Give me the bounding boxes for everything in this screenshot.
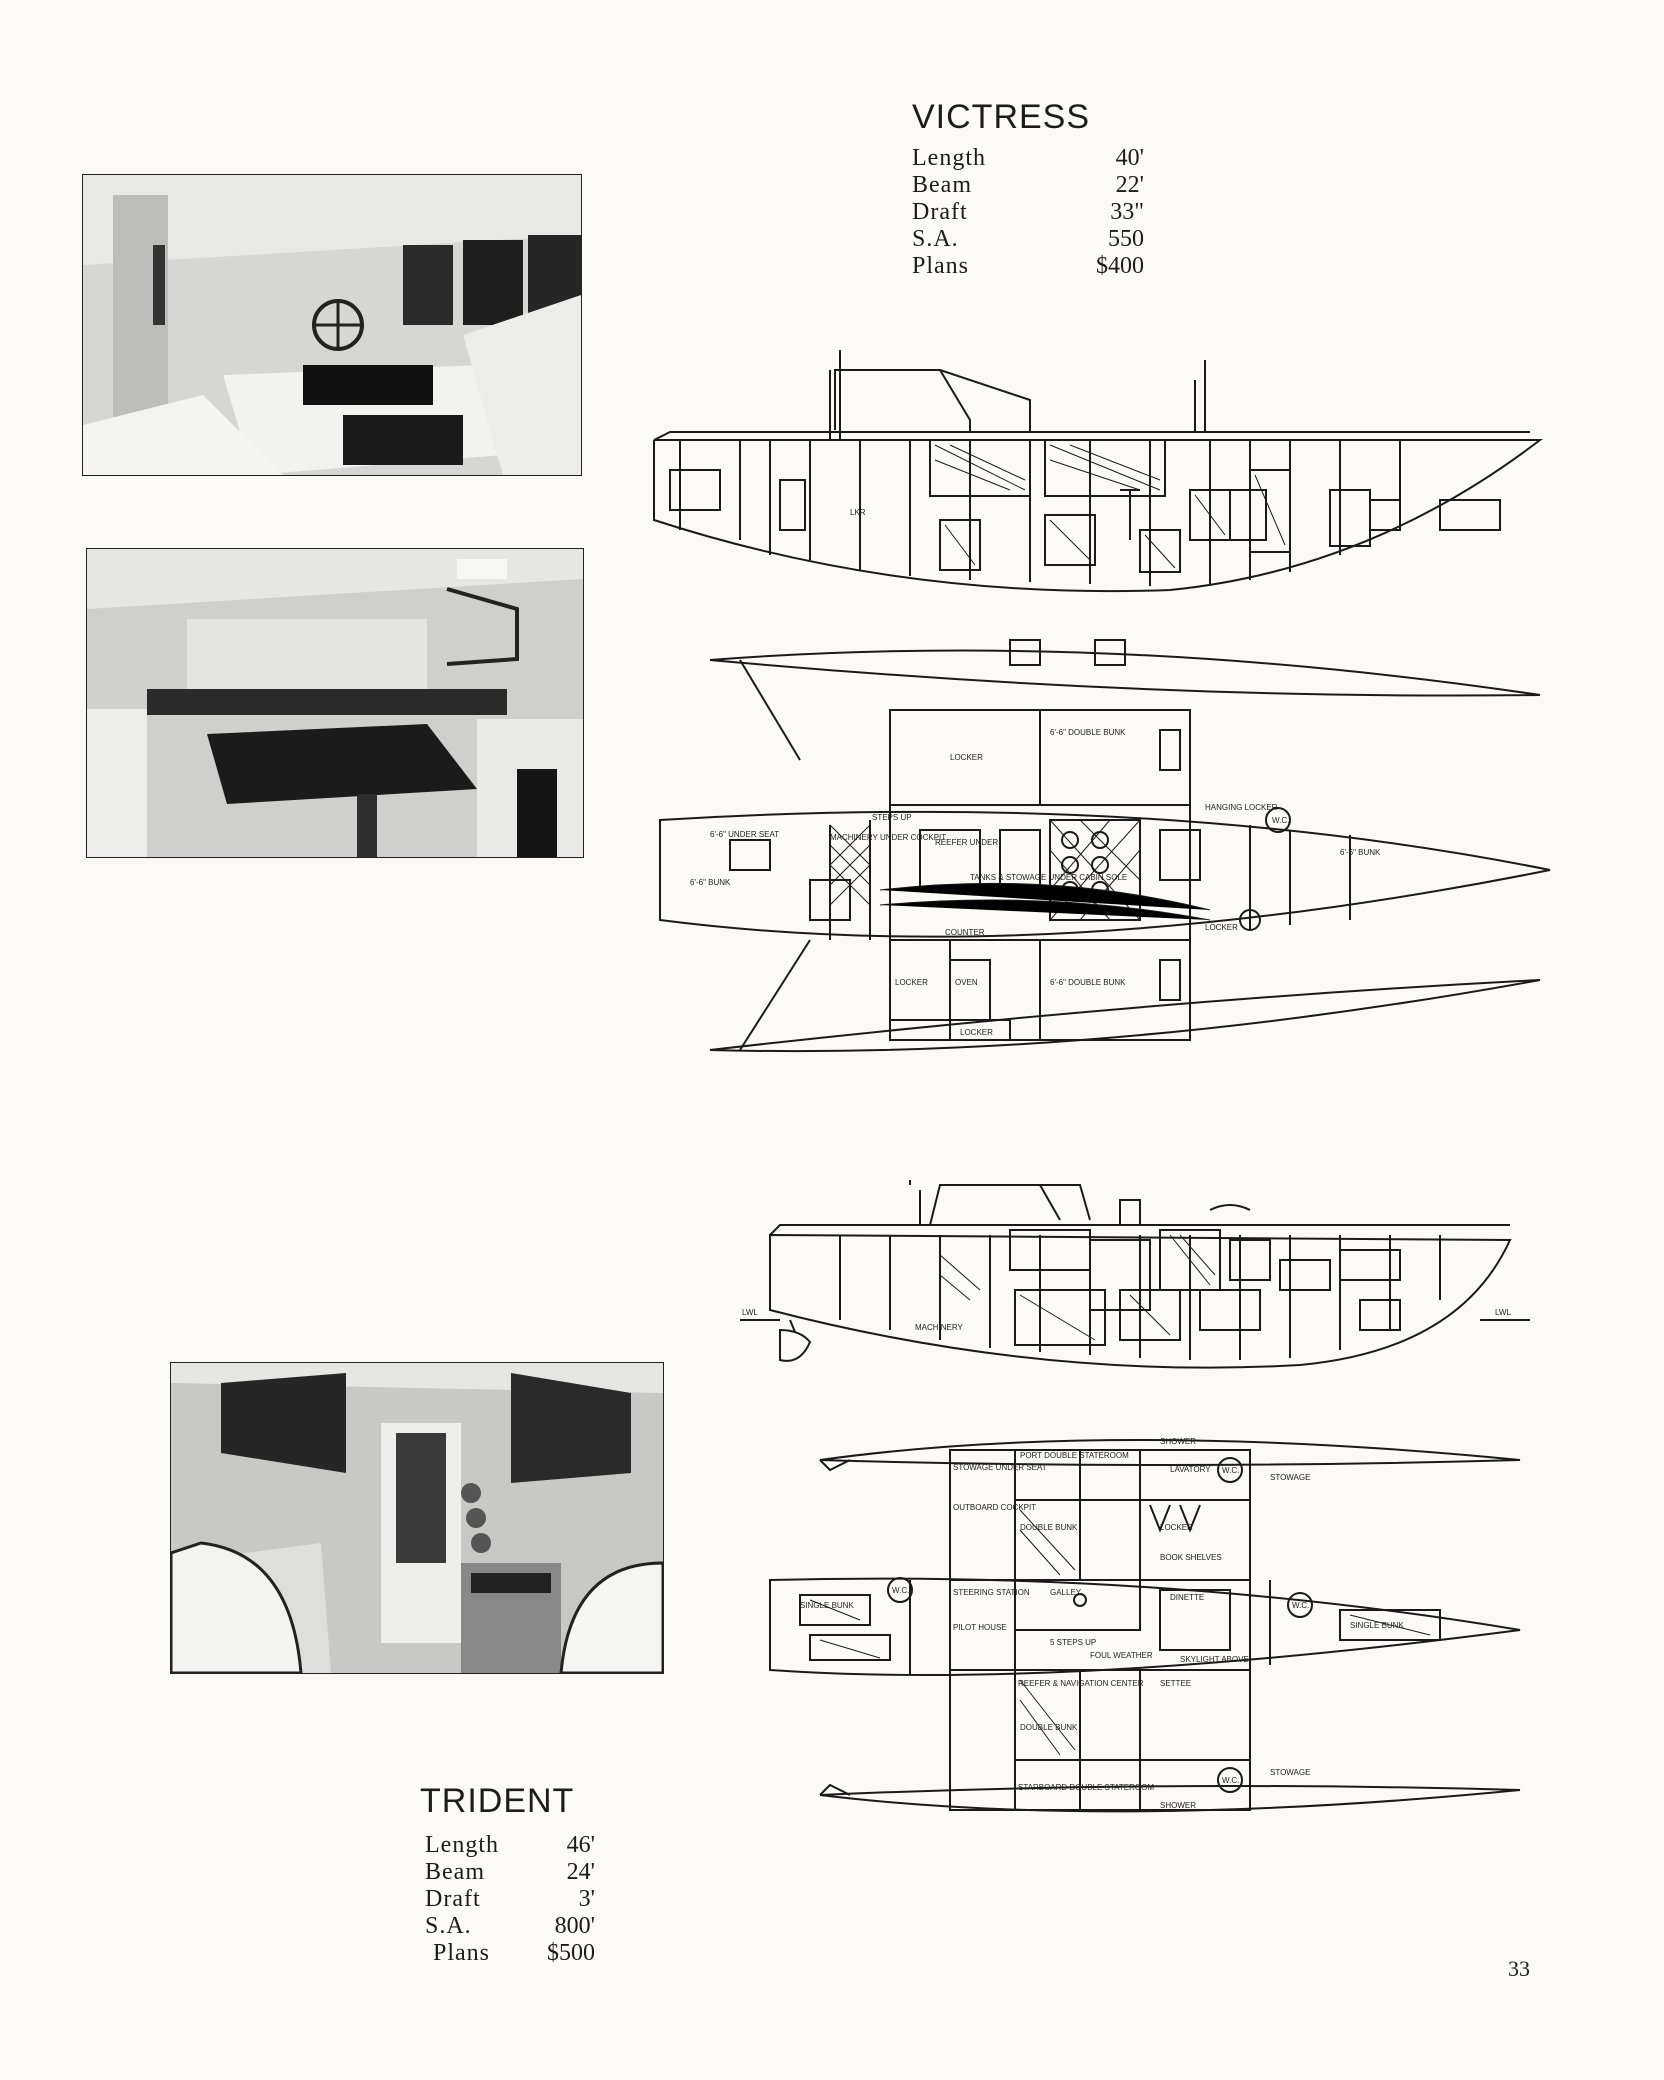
victress-locker-top-label: LOCKER xyxy=(950,753,983,762)
victress-locker-bottom-label: LOCKER xyxy=(895,978,928,987)
victress-plan-drawing: LOCKER 6'-6" DOUBLE BUNK STEPS UP HANGIN… xyxy=(650,639,1551,1060)
trident-book-shelves-label: BOOK SHELVES xyxy=(1160,1553,1222,1562)
trident-steps-up-label: 5 STEPS UP xyxy=(1050,1638,1096,1647)
trident-stowage-seat-label: STOWAGE UNDER SEAT xyxy=(953,1463,1047,1472)
spec-value: 24' xyxy=(566,1859,595,1885)
trident-profile-drawing: LWL LWL MACHINERY xyxy=(740,1180,1530,1380)
victress-steps-up-label: STEPS UP xyxy=(872,813,912,822)
spec-label: Beam xyxy=(425,1859,485,1885)
spec-value: 550 xyxy=(1108,226,1144,252)
spec-label: S.A. xyxy=(425,1913,472,1939)
trident-single-bunk-aft-label: SINGLE BUNK xyxy=(800,1601,854,1610)
page-number: 33 xyxy=(1508,1956,1530,1981)
trident-reefer-nav-label: REEFER & NAVIGATION CENTER xyxy=(1018,1679,1144,1688)
victress-oven-label: OVEN xyxy=(955,978,978,987)
spec-value: $400 xyxy=(1096,253,1144,279)
trident-steering-station-label: STEERING STATION xyxy=(953,1588,1030,1597)
trident-pilot-house-label: PILOT HOUSE xyxy=(953,1623,1007,1632)
spec-row-sail-area: S.A. 550 xyxy=(912,226,1144,253)
trident-interior-photo xyxy=(170,1362,664,1674)
victress-wc-label: W.C. xyxy=(1272,816,1289,825)
trident-wc-aft-label: W.C. xyxy=(892,1586,909,1595)
victress-counter-label: COUNTER xyxy=(945,928,985,937)
trident-outboard-cockpit-label: OUTBOARD COCKPIT xyxy=(953,1503,1036,1512)
spec-value: 40' xyxy=(1115,145,1144,171)
trident-stowage-top-label: STOWAGE xyxy=(1270,1473,1310,1482)
trident-single-bunk-fwd-label: SINGLE BUNK xyxy=(1350,1621,1404,1630)
spec-row-draft: Draft 3' xyxy=(425,1886,595,1913)
victress-seat-label: 6'-6" UNDER SEAT xyxy=(710,830,779,839)
trident-shower-top-label: SHOWER xyxy=(1160,1437,1196,1446)
spec-label: S.A. xyxy=(912,226,959,252)
trident-double-bunk-top-label: DOUBLE BUNK xyxy=(1020,1523,1078,1532)
victress-interior-photo-1 xyxy=(82,174,582,476)
victress-lkr-label: LKR xyxy=(850,508,866,517)
victress-reefer-label: REEFER UNDER xyxy=(935,838,998,847)
spec-row-beam: Beam 22' xyxy=(912,172,1144,199)
spec-row-draft: Draft 33" xyxy=(912,199,1144,226)
trident-machinery-label: MACHINERY xyxy=(915,1323,964,1332)
victress-profile-drawing: LKR xyxy=(650,340,1550,600)
spec-label: Beam xyxy=(912,172,972,198)
spec-row-length: Length 46' xyxy=(425,1832,595,1859)
trident-locker-label: LOCKER xyxy=(1160,1523,1193,1532)
trident-dinette-label: DINETTE xyxy=(1170,1593,1204,1602)
victress-interior-photo-2 xyxy=(86,548,584,858)
spec-value: 46' xyxy=(566,1832,595,1858)
spec-value: 3' xyxy=(578,1886,595,1912)
spec-value: 22' xyxy=(1115,172,1144,198)
spec-label: Plans xyxy=(433,1940,491,1966)
trident-wc-fwd-label: W.C. xyxy=(1292,1601,1309,1610)
victress-locker-side-label: LOCKER xyxy=(1205,923,1238,932)
spec-label: Draft xyxy=(425,1886,481,1912)
trident-starboard-stateroom-label: STARBOARD DOUBLE STATEROOM xyxy=(1018,1783,1154,1792)
spec-value: 33" xyxy=(1110,199,1144,225)
spec-label: Draft xyxy=(912,199,968,225)
victress-title: VICTRESS xyxy=(912,98,1091,136)
trident-lwl-left-label: LWL xyxy=(742,1308,758,1317)
victress-tanks-label: TANKS & STOWAGE UNDER CABIN SOLE xyxy=(970,873,1127,882)
spec-row-plans: Plans $500 xyxy=(425,1940,595,1967)
spec-row-beam: Beam 24' xyxy=(425,1859,595,1886)
trident-skylight-label: SKYLIGHT ABOVE xyxy=(1180,1655,1249,1664)
trident-plan-drawing: PORT DOUBLE STATEROOM SHOWER STOWAGE LAV… xyxy=(760,1430,1530,1820)
trident-stowage-bottom-label: STOWAGE xyxy=(1270,1768,1310,1777)
spec-label: Plans xyxy=(912,253,970,279)
victress-bunk-fwd-label: 6'-6" BUNK xyxy=(1340,848,1381,857)
spec-row-sail-area: S.A. 800' xyxy=(425,1913,595,1940)
spec-value: $500 xyxy=(547,1940,595,1966)
trident-galley-label: GALLEY xyxy=(1050,1588,1082,1597)
spec-row-length: Length 40' xyxy=(912,145,1144,172)
victress-locker-bottom2-label: LOCKER xyxy=(960,1028,993,1037)
victress-specs: Length 40' Beam 22' Draft 33" S.A. 550 Plans… xyxy=(912,145,1144,280)
spec-label: Length xyxy=(425,1832,499,1858)
victress-double-bunk-top-label: 6'-6" DOUBLE BUNK xyxy=(1050,728,1126,737)
victress-bunk-aft-label: 6'-6" BUNK xyxy=(690,878,731,887)
victress-double-bunk-bottom-label: 6'-6" DOUBLE BUNK xyxy=(1050,978,1126,987)
victress-machinery-label: MACHINERY UNDER COCKPIT xyxy=(830,833,946,842)
trident-wc-top-label: W.C. xyxy=(1222,1466,1239,1475)
trident-settee-label: SETTEE xyxy=(1160,1679,1191,1688)
spec-value: 800' xyxy=(554,1913,595,1939)
trident-double-bunk-bottom-label: DOUBLE BUNK xyxy=(1020,1723,1078,1732)
trident-title: TRIDENT xyxy=(420,1782,575,1820)
trident-foul-weather-label: FOUL WEATHER xyxy=(1090,1651,1153,1660)
victress-hanging-locker-label: HANGING LOCKER xyxy=(1205,803,1278,812)
trident-lavatory-top-label: LAVATORY xyxy=(1170,1465,1211,1474)
trident-specs: Length 46' Beam 24' Draft 3' S.A. 800' Plans… xyxy=(425,1832,595,1967)
spec-label: Length xyxy=(912,145,986,171)
trident-wc-bottom-label: W.C. xyxy=(1222,1776,1239,1785)
trident-lwl-right-label: LWL xyxy=(1495,1308,1511,1317)
trident-port-stateroom-label: PORT DOUBLE STATEROOM xyxy=(1020,1451,1129,1460)
spec-row-plans: Plans $400 xyxy=(912,253,1144,280)
trident-shower-bottom-label: SHOWER xyxy=(1160,1801,1196,1810)
